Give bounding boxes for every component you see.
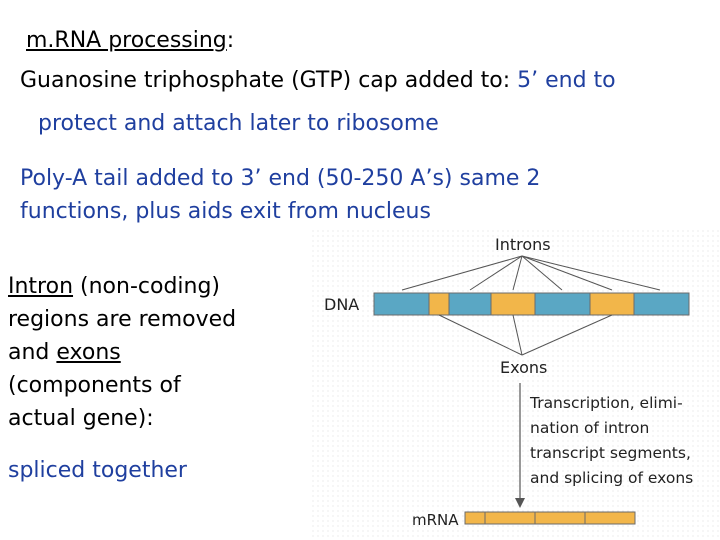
dna-exon-segment xyxy=(428,292,450,316)
spliced-together: spliced together xyxy=(8,458,187,483)
mrna-strand xyxy=(464,511,636,525)
dna-label: DNA xyxy=(324,295,359,314)
exons-label: Exons xyxy=(500,358,547,377)
exon-line xyxy=(512,314,523,356)
slide-title: m.RNA processing: xyxy=(26,28,234,54)
mrna-label: mRNA xyxy=(412,511,459,529)
intron-word: Intron xyxy=(8,274,74,299)
polya-line-1: Poly-A tail added to 3’ end (50-250 A’s)… xyxy=(20,166,541,191)
intron-line xyxy=(521,255,661,291)
diagram-background xyxy=(312,230,720,540)
exon-line xyxy=(521,314,613,356)
process-line-2: nation of intron xyxy=(530,419,649,437)
title-colon: : xyxy=(226,28,235,53)
cap-lead: Guanosine triphosphate (GTP) cap added t… xyxy=(20,68,518,93)
cap-line-1: Guanosine triphosphate (GTP) cap added t… xyxy=(20,68,616,94)
dna-intron-segment xyxy=(633,292,690,316)
intron-line-4: (components of xyxy=(8,373,181,398)
exon-connector-lines xyxy=(438,314,613,356)
intron-line xyxy=(401,255,523,291)
dna-intron-segment xyxy=(448,292,492,316)
intron-line xyxy=(521,255,613,291)
mrna-exon-segment xyxy=(464,511,486,525)
cap-line-2: protect and attach later to ribosome xyxy=(38,111,439,136)
process-line-4: and splicing of exons xyxy=(530,469,693,487)
exon-line xyxy=(438,314,523,356)
introns-label: Introns xyxy=(495,235,551,254)
mrna-exon-segment xyxy=(484,511,536,525)
intron-line xyxy=(512,255,523,291)
intron-line-2: regions are removed xyxy=(8,307,237,332)
intron-line-3: and exons xyxy=(8,340,121,366)
intron-line xyxy=(521,255,563,291)
dna-exon-segment xyxy=(589,292,635,316)
process-line-1: Transcription, elimi- xyxy=(529,394,683,412)
mrna-exon-segment xyxy=(584,511,636,525)
dna-intron-segment xyxy=(534,292,591,316)
exons-word: exons xyxy=(56,340,121,365)
dna-strand xyxy=(373,292,690,316)
polya-line-2: functions, plus aids exit from nucleus xyxy=(20,199,431,224)
dna-exon-segment xyxy=(490,292,536,316)
intron-line-1: Intron (non-coding) xyxy=(8,274,220,300)
intron-line-1-rest: (non-coding) xyxy=(73,274,221,299)
title-underlined: m.RNA processing xyxy=(26,28,227,53)
process-line-3: transcript segments, xyxy=(530,444,691,462)
cap-highlight: 5’ end to xyxy=(517,68,616,93)
dna-intron-segment xyxy=(373,292,430,316)
mrna-exon-segment xyxy=(534,511,586,525)
intron-connector-lines xyxy=(401,255,661,291)
intron-line xyxy=(469,255,523,291)
and-word: and xyxy=(8,340,57,365)
splicing-diagram: Introns DNA Exons Transcription, elimi- … xyxy=(312,230,720,540)
process-arrow-head xyxy=(515,498,525,508)
intron-line-5: actual gene): xyxy=(8,406,154,431)
